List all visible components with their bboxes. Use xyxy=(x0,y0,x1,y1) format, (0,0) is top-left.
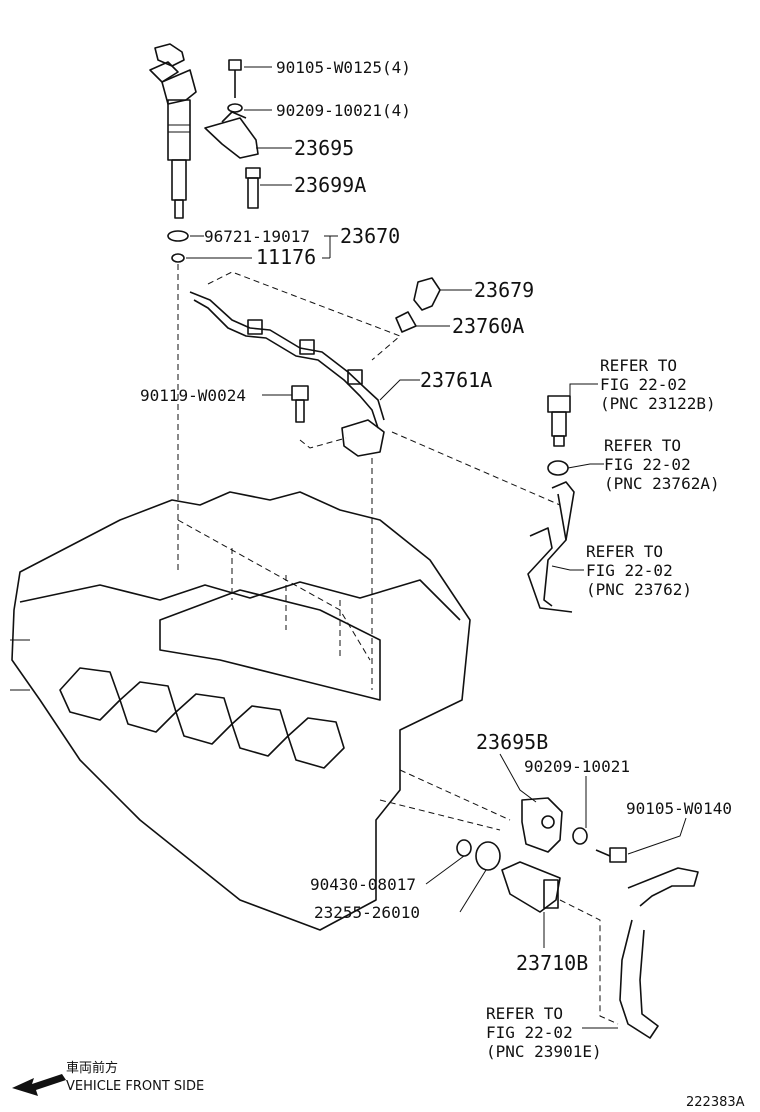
oring-illustration xyxy=(167,230,189,263)
callout-clip: 23760A xyxy=(452,314,524,338)
sensor-illustration xyxy=(547,395,571,476)
refer-block-4: REFER TO FIG 22-02 (PNC 23901E) xyxy=(486,1004,602,1061)
callout-seal: 23255-26010 xyxy=(314,903,420,922)
bolt-mid-illustration xyxy=(291,385,309,423)
leak-pipe-illustration xyxy=(189,291,385,457)
bolt-top-illustration xyxy=(227,59,243,113)
refer-block-2: REFER TO FIG 22-02 (PNC 23762A) xyxy=(604,436,720,493)
callout-stud: 23699A xyxy=(294,173,366,197)
injector-illustration xyxy=(149,43,197,219)
refer-line-3: (PNC 23901E) xyxy=(486,1042,602,1061)
refer-block-3: REFER TO FIG 22-02 (PNC 23762) xyxy=(586,542,692,599)
direction-jp: 車両前方 xyxy=(66,1060,118,1076)
engine-block-illustration xyxy=(10,491,471,931)
refer-line-1: REFER TO xyxy=(600,356,677,375)
callout-leak-pipe: 23761A xyxy=(420,368,492,392)
refer-line-2: FIG 22-02 xyxy=(486,1023,573,1042)
callout-washer-top: 90209-10021(4) xyxy=(276,101,411,120)
callout-oring: 96721-19017 xyxy=(204,227,310,246)
callout-pump-valve: 23710B xyxy=(516,951,588,975)
union-bolt-illustration xyxy=(413,277,441,311)
refer-line-3: (PNC 23122B) xyxy=(600,394,716,413)
pump-valve-illustration xyxy=(501,861,561,913)
diagram-id: 222383A xyxy=(686,1095,745,1110)
refer-line-1: REFER TO xyxy=(604,436,681,455)
callout-bolt-low: 90105-W0140 xyxy=(626,799,732,818)
callout-bracket: 23695B xyxy=(476,730,548,754)
refer-line-2: FIG 22-02 xyxy=(604,455,691,474)
return-hose-illustration xyxy=(619,867,699,1039)
clip-illustration xyxy=(395,311,417,333)
refer-line-3: (PNC 23762A) xyxy=(604,474,720,493)
fuel-pipe-illustration xyxy=(527,481,575,613)
front-arrow-icon xyxy=(12,1074,66,1096)
bolt-low-illustration xyxy=(595,847,627,863)
refer-line-3: (PNC 23762) xyxy=(586,580,692,599)
callout-oring-low: 90430-08017 xyxy=(310,875,416,894)
callout-clamp: 23695 xyxy=(294,136,354,160)
refer-line-2: FIG 22-02 xyxy=(586,561,673,580)
seal-illustration xyxy=(475,841,501,871)
refer-line-1: REFER TO xyxy=(586,542,663,561)
stud-illustration xyxy=(245,167,261,209)
washer-low-illustration xyxy=(572,827,588,845)
callout-union-bolt: 23679 xyxy=(474,278,534,302)
refer-line-1: REFER TO xyxy=(486,1004,563,1023)
callout-bolt-mid: 90119-W0024 xyxy=(140,386,246,405)
callout-injector: 23670 xyxy=(340,224,400,248)
callout-bolt-top: 90105-W0125(4) xyxy=(276,58,411,77)
oring-low-illustration xyxy=(456,839,472,857)
clamp-illustration xyxy=(204,111,259,159)
refer-line-2: FIG 22-02 xyxy=(600,375,687,394)
direction-en: VEHICLE FRONT SIDE xyxy=(66,1079,204,1094)
bracket-illustration xyxy=(521,797,563,853)
callout-washer-low: 90209-10021 xyxy=(524,757,630,776)
callout-gasket: 11176 xyxy=(256,245,316,269)
refer-block-1: REFER TO FIG 22-02 (PNC 23122B) xyxy=(600,356,716,413)
